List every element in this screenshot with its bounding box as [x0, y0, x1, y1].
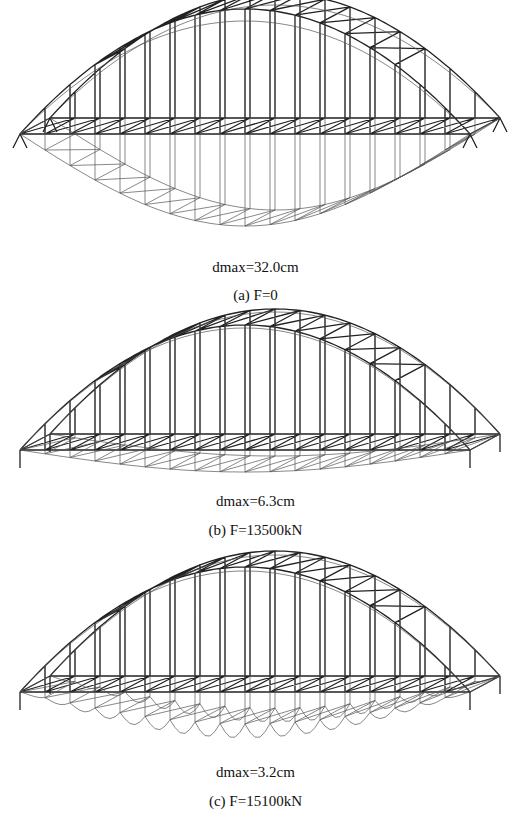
bridge-support [20, 434, 500, 468]
max-displacement: dmax=3.2cm [0, 763, 511, 781]
deformed-shape [20, 5, 500, 226]
panel-caption: (c) F=15100kN [0, 792, 511, 810]
bridge-frame [20, 309, 500, 450]
panel-caption: (a) F=0 [0, 286, 511, 304]
bridge-frame [20, 0, 500, 134]
bridge-support [20, 676, 500, 710]
bridge-support [13, 118, 507, 148]
deformed-shape [20, 555, 500, 737]
panel-caption: (b) F=13500kN [0, 521, 511, 539]
bridge-frame [20, 551, 500, 692]
max-displacement: dmax=6.3cm [0, 492, 511, 510]
deformed-shape [20, 312, 500, 472]
max-displacement: dmax=32.0cm [0, 258, 511, 276]
